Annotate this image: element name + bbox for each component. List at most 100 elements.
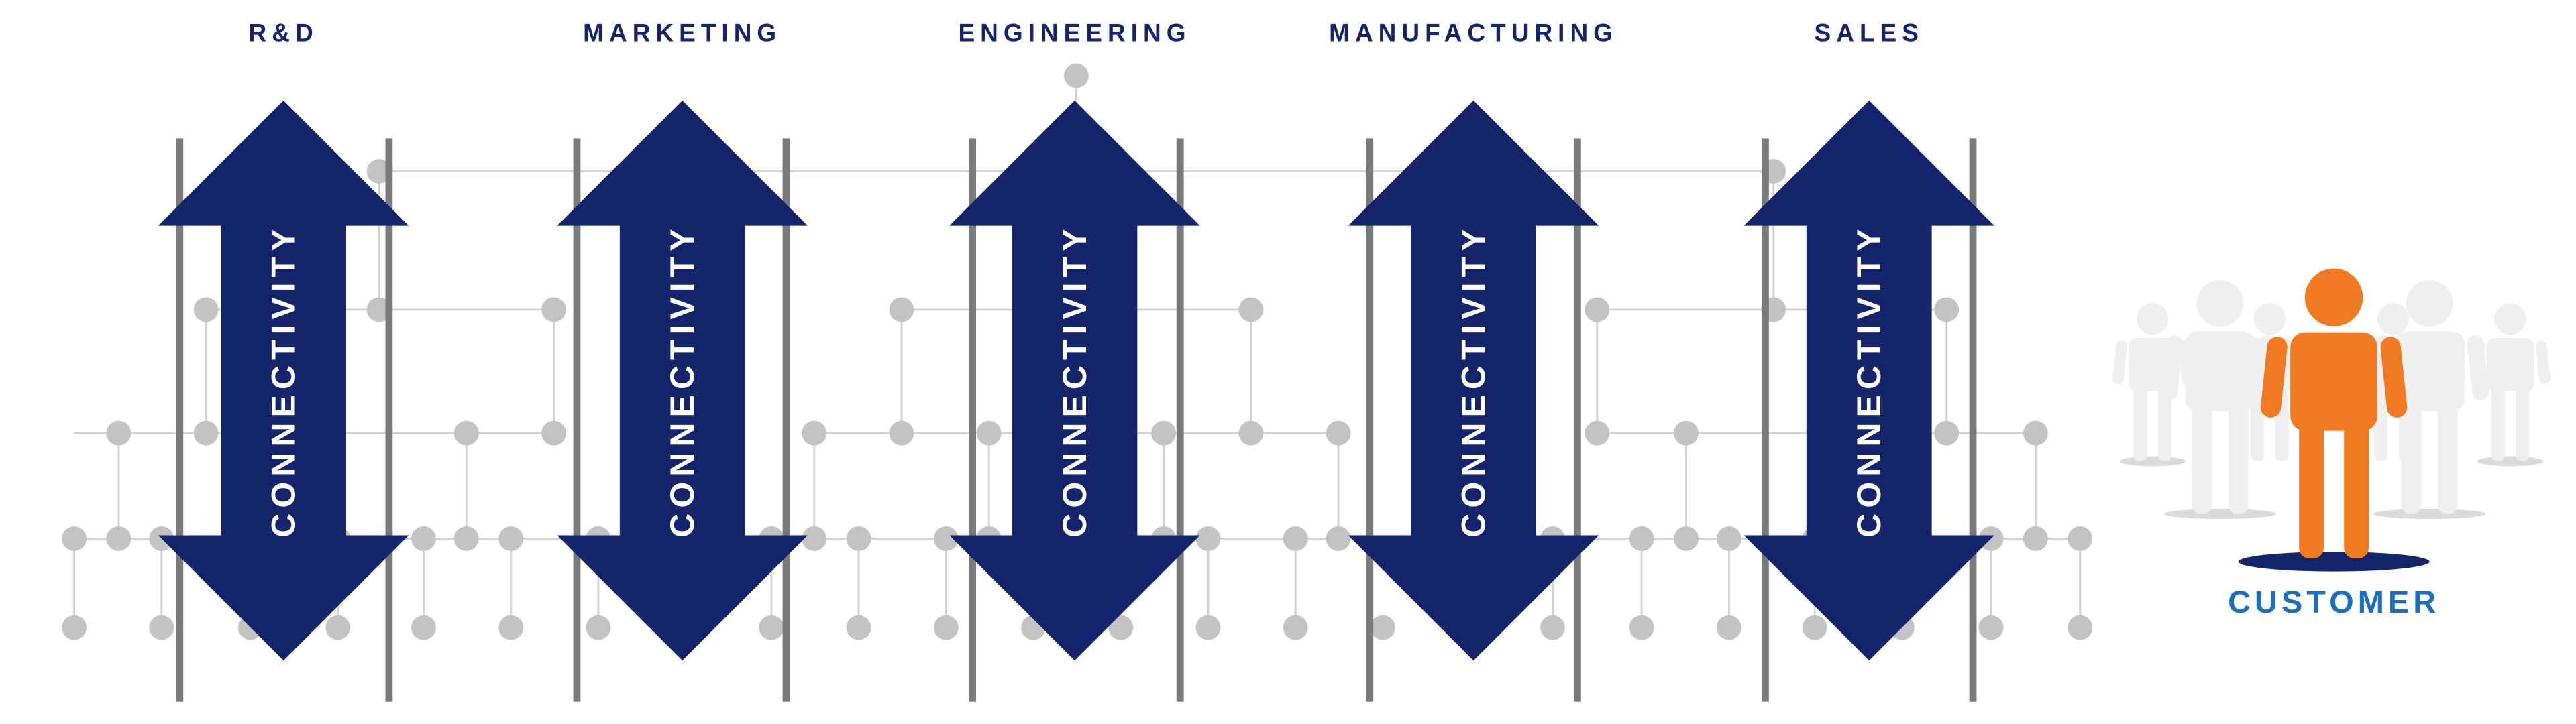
department-divider	[782, 138, 790, 702]
department-divider	[573, 138, 581, 702]
department-label: MANUFACTURING	[1329, 19, 1618, 46]
network-node	[1195, 526, 1221, 551]
person-leg-right	[2158, 385, 2172, 461]
network-node	[889, 420, 914, 446]
ground-shadow	[2477, 456, 2544, 467]
person-arm-left	[2260, 337, 2288, 418]
network-node	[1326, 526, 1351, 551]
network-node	[586, 615, 611, 640]
network-node	[846, 615, 871, 640]
person-torso	[2185, 331, 2255, 412]
department-divider	[1573, 138, 1581, 702]
network-node	[106, 420, 131, 446]
network-node	[1629, 615, 1654, 640]
department-label: MARKETING	[583, 19, 782, 46]
person-torso	[2486, 337, 2534, 392]
double-arrow-icon	[1743, 100, 1994, 661]
network-node	[1370, 615, 1395, 640]
person-torso	[2394, 331, 2465, 412]
network-node	[933, 615, 959, 640]
person-leg-right	[2228, 402, 2249, 514]
arrow-connectivity-label: CONNECTIVITY	[1056, 223, 1093, 537]
person-leg-left	[2299, 419, 2324, 558]
network-node	[453, 420, 479, 446]
department-divider	[385, 138, 393, 702]
network-node	[846, 526, 871, 551]
person-arm-left	[2112, 340, 2127, 385]
network-node	[325, 615, 351, 640]
network-node	[2068, 526, 2093, 551]
network-node	[1063, 63, 1089, 88]
department-label: R&D	[249, 19, 319, 46]
network-node	[411, 615, 436, 640]
network-node	[1238, 420, 1264, 446]
customer-person-icon	[2260, 268, 2408, 558]
department-divider	[969, 138, 977, 702]
crowd-person-icon	[2370, 280, 2489, 514]
person-arm-right	[2380, 337, 2408, 418]
network-node	[62, 615, 87, 640]
network-node	[1674, 420, 1699, 446]
person-head	[2406, 280, 2453, 327]
network-node	[1283, 526, 1308, 551]
person-leg-right	[2437, 402, 2458, 514]
crowd-person-icon	[2112, 303, 2193, 461]
department-divider	[1762, 138, 1769, 702]
network-node	[453, 526, 479, 551]
network-node	[366, 159, 392, 184]
arrow-connectivity-label: CONNECTIVITY	[265, 223, 303, 537]
network-node	[889, 297, 914, 322]
network-node	[1802, 615, 1827, 640]
arrow-connectivity-label: CONNECTIVITY	[663, 223, 701, 537]
network-node	[1195, 615, 1221, 640]
network-node	[411, 526, 436, 551]
person-torso	[2290, 332, 2377, 431]
network-node	[1238, 297, 1264, 322]
arrow-connectivity-label: CONNECTIVITY	[1455, 223, 1493, 537]
network-node	[802, 526, 827, 551]
network-node	[2068, 615, 2093, 640]
network-node	[802, 420, 827, 446]
network-node	[366, 297, 392, 322]
network-node	[1540, 615, 1565, 640]
network-node	[149, 615, 174, 640]
network-node	[1629, 526, 1654, 551]
ground-shadow	[2373, 509, 2486, 519]
arrows: CONNECTIVITY CONNECTIVITY CONNECTIVITY CONN…	[158, 100, 1994, 661]
department-divider	[1969, 138, 1977, 702]
network-node	[1151, 420, 1177, 446]
network-node	[498, 615, 524, 640]
network-node	[193, 297, 219, 322]
crowd-person-icon	[2470, 303, 2551, 461]
network-node	[1326, 420, 1351, 446]
person-leg-left	[2491, 385, 2505, 461]
person-leg-left	[2192, 402, 2212, 514]
person-leg-right	[2344, 419, 2369, 558]
network-node	[1716, 615, 1741, 640]
network-node	[2023, 420, 2048, 446]
network-node	[106, 526, 131, 551]
person-head	[2253, 303, 2286, 335]
ground-shadow	[2119, 456, 2186, 467]
person-arm-left	[2161, 335, 2183, 401]
network-node	[1283, 615, 1308, 640]
person-arm-right	[2535, 340, 2551, 385]
network-node	[976, 420, 1002, 446]
network-node	[541, 297, 566, 322]
network-node	[1108, 615, 1134, 640]
network-node	[498, 526, 524, 551]
network-node	[1934, 420, 1960, 446]
network-node	[1978, 615, 2004, 640]
person-head	[2494, 303, 2526, 335]
network-node	[933, 526, 959, 551]
network-node	[2023, 526, 2048, 551]
person-head	[2137, 303, 2169, 335]
crowd-person-icon	[2161, 280, 2279, 514]
person-arm-right	[2467, 335, 2489, 401]
network-node	[1585, 420, 1610, 446]
customer-figure: CUSTOMER	[2228, 268, 2436, 619]
arrow-connectivity-label: CONNECTIVITY	[1850, 223, 1888, 537]
